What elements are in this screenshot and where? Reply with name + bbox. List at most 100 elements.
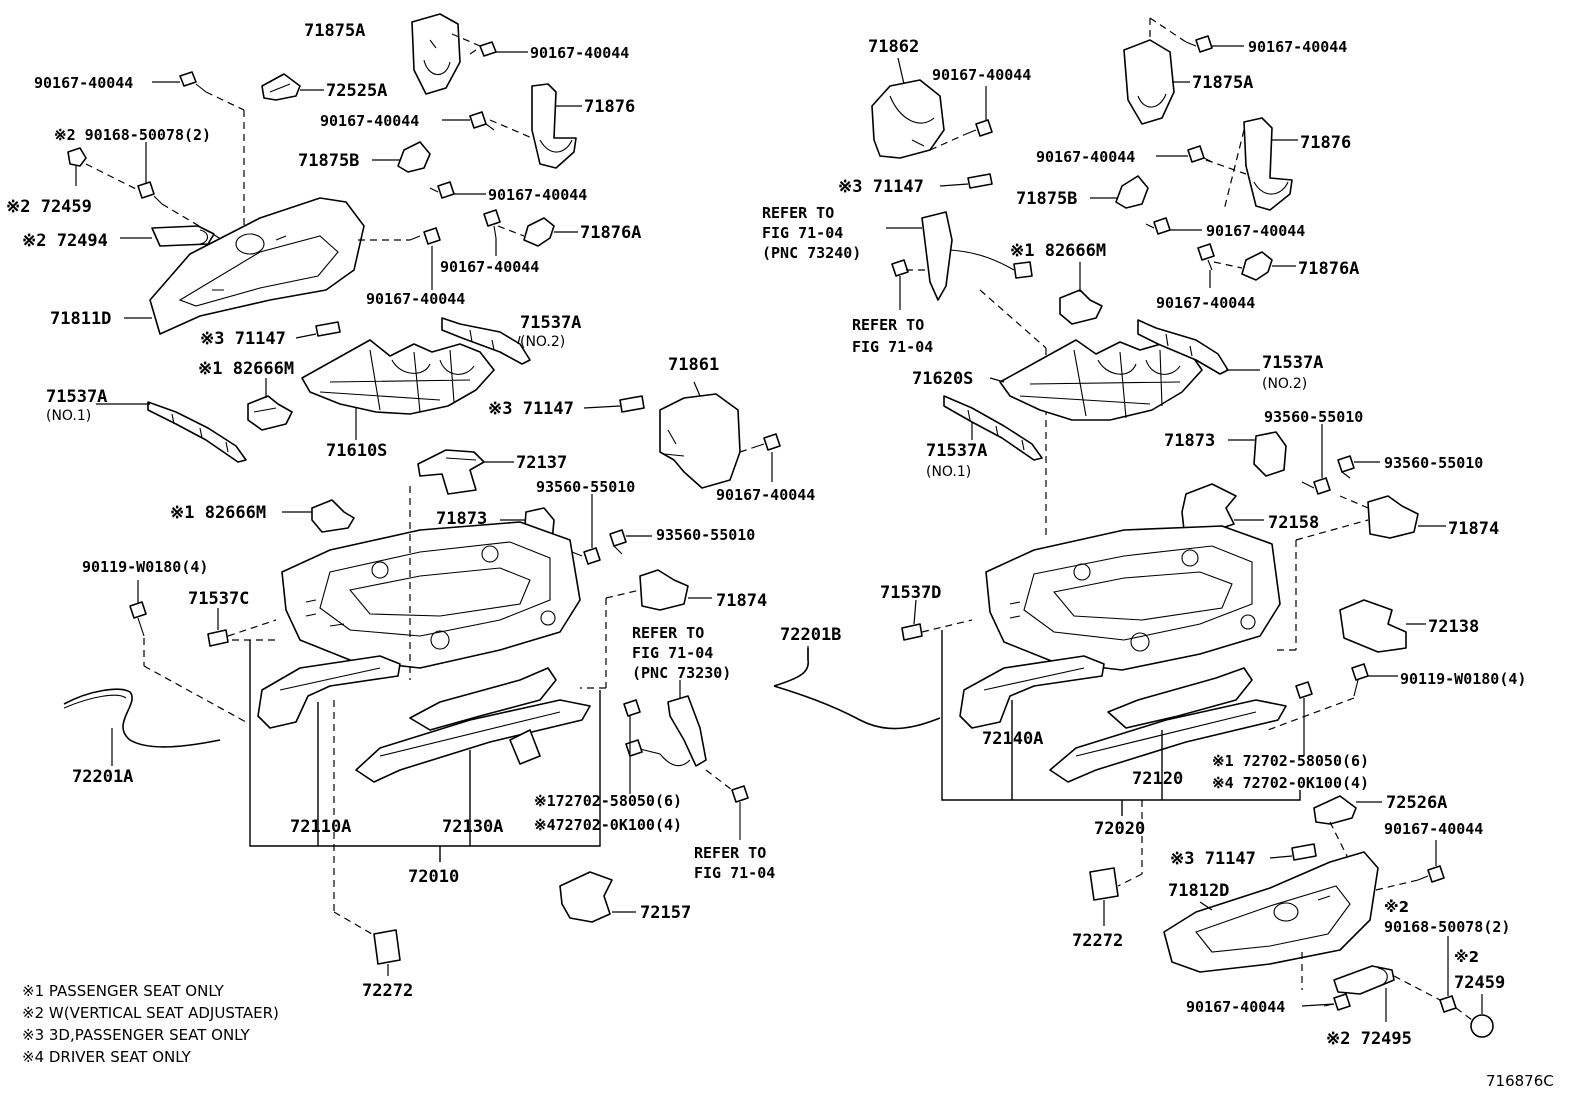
label-71537C: 71537C — [188, 589, 249, 609]
part-72459-right — [1470, 1014, 1494, 1038]
label-90167-40044: 90167-40044 — [1206, 222, 1305, 240]
label-72525A: 72525A — [326, 81, 387, 101]
label-72459-right-mark: ※2 — [1454, 948, 1479, 966]
part-71875A-right — [1123, 39, 1175, 125]
label-71861: 71861 — [668, 355, 719, 375]
label-71876-left: 71876 — [584, 97, 635, 117]
bolt-icon — [179, 71, 207, 93]
label-72157: 72157 — [640, 903, 691, 923]
part-71537A-no1-right — [943, 395, 1043, 461]
part-72525A — [261, 73, 301, 101]
ref2-line1: REFER TO — [694, 844, 766, 862]
label-71620S: 71620S — [912, 369, 973, 389]
bolt-icon — [571, 547, 601, 565]
part-72140A — [959, 655, 1105, 729]
legend-item: ※4 DRIVER SEAT ONLY — [22, 1048, 191, 1066]
label-90167-40044: 90167-40044 — [488, 186, 587, 204]
label-93560-55010: 93560-55010 — [1384, 454, 1483, 472]
label-71537A-no1-right-note: (NO.1) — [926, 464, 971, 480]
part-71147-right-1 — [967, 173, 993, 189]
part-82666M-right — [1059, 289, 1103, 325]
label-72494: ※2 72494 — [22, 231, 108, 251]
part-82666M-left-2 — [311, 499, 355, 533]
part-71875B-left — [397, 141, 431, 173]
part-71537A-no1-left — [147, 401, 247, 463]
legend-item: ※3 3D,PASSENGER SEAT ONLY — [22, 1026, 250, 1044]
part-72130A — [355, 667, 591, 783]
part-72272-left — [373, 929, 401, 965]
ref3-line1: REFER TO — [762, 204, 834, 222]
bolt-icon — [469, 111, 495, 131]
part-72137 — [417, 449, 485, 495]
label-90167-40044: 90167-40044 — [1248, 38, 1347, 56]
part-72201B — [773, 648, 941, 730]
bolt-icon — [891, 259, 909, 277]
part-72158 — [1181, 483, 1237, 533]
label-72158: 72158 — [1268, 513, 1319, 533]
ref3-line2: FIG 71-04 — [762, 224, 843, 242]
label-71147-left-1: ※3 71147 — [200, 329, 286, 349]
label-71874-right: 71874 — [1448, 519, 1499, 539]
label-71873-left: 71873 — [436, 509, 487, 529]
label-90167-40044: 90167-40044 — [1036, 148, 1135, 166]
bolt-icon — [623, 699, 641, 717]
bolt-icon — [965, 119, 993, 137]
bolt-icon — [137, 181, 163, 205]
part-71875B-right — [1115, 175, 1149, 209]
label-71875B-left: 71875B — [298, 151, 359, 171]
label-90167-40044: 90167-40044 — [932, 66, 1031, 84]
part-72459-left — [67, 147, 87, 167]
part-71147-left-2 — [619, 395, 645, 413]
label-72702-58050-left: ※172702-58050(6) — [534, 792, 682, 810]
label-72120: 72120 — [1132, 769, 1183, 789]
label-71147-left-2: ※3 71147 — [488, 399, 574, 419]
bolt-icon — [1295, 681, 1313, 699]
legend-item: ※1 PASSENGER SEAT ONLY — [22, 982, 224, 1000]
label-90167-40044: 90167-40044 — [716, 486, 815, 504]
part-72494 — [151, 225, 215, 247]
label-72702-58050-right: ※1 72702-58050(6) — [1212, 752, 1369, 770]
part-belt-buckle-right — [921, 211, 1033, 301]
label-71875A-right: 71875A — [1192, 73, 1253, 93]
legend-item: ※2 W(VERTICAL SEAT ADJUSTAER) — [22, 1004, 279, 1022]
bolt-icon — [1323, 993, 1351, 1011]
label-90168-50078: ※2 90168-50078(2) — [54, 126, 211, 144]
label-72495: ※2 72495 — [1326, 1029, 1412, 1049]
label-90119-W0180: 90119-W0180(4) — [82, 558, 208, 576]
part-72526A — [1313, 795, 1357, 825]
part-71861 — [659, 393, 741, 489]
ref3-line3: (PNC 73240) — [762, 244, 861, 262]
label-71537A-no2-left: 71537A — [520, 313, 581, 333]
label-71537A-no1-left-note: (NO.1) — [46, 408, 91, 424]
part-71537A-no2-right — [1137, 319, 1229, 375]
label-90168-50078-right: 90168-50078(2) — [1384, 918, 1510, 936]
part-71610S — [301, 339, 495, 415]
label-90167-40044: 90167-40044 — [1186, 998, 1285, 1016]
label-71876A-left: 71876A — [580, 223, 641, 243]
labels: 71875A 90167-40044 72525A 90167-40044 ※2… — [6, 21, 1526, 1049]
part-71537C — [207, 629, 229, 647]
label-82666M-left-1: ※1 82666M — [198, 359, 294, 379]
label-71537D: 71537D — [880, 583, 941, 603]
label-72702-0K100-left: ※472702-0K100(4) — [534, 816, 682, 834]
label-71537A-no2-right-note: (NO.2) — [1262, 376, 1307, 392]
label-71610S: 71610S — [326, 441, 387, 461]
label-71862: 71862 — [868, 37, 919, 57]
label-72526A: 72526A — [1386, 793, 1447, 813]
label-71875A-left: 71875A — [304, 21, 365, 41]
part-71147-left-1 — [315, 321, 341, 337]
part-71876-left — [531, 83, 577, 169]
label-93560-55010: 93560-55010 — [536, 478, 635, 496]
bolt-icon — [483, 209, 501, 239]
label-93560-55010: 93560-55010 — [1264, 408, 1363, 426]
ref1-line2: FIG 71-04 — [632, 644, 713, 662]
label-90167-40044: 90167-40044 — [320, 112, 419, 130]
bolt-icon — [409, 227, 441, 245]
bolt-icon — [429, 181, 455, 199]
bolt-icon — [469, 41, 497, 57]
label-90167-40044: 90167-40044 — [1156, 294, 1255, 312]
bolt-icon — [1197, 243, 1215, 271]
bolt-icon — [609, 529, 627, 555]
